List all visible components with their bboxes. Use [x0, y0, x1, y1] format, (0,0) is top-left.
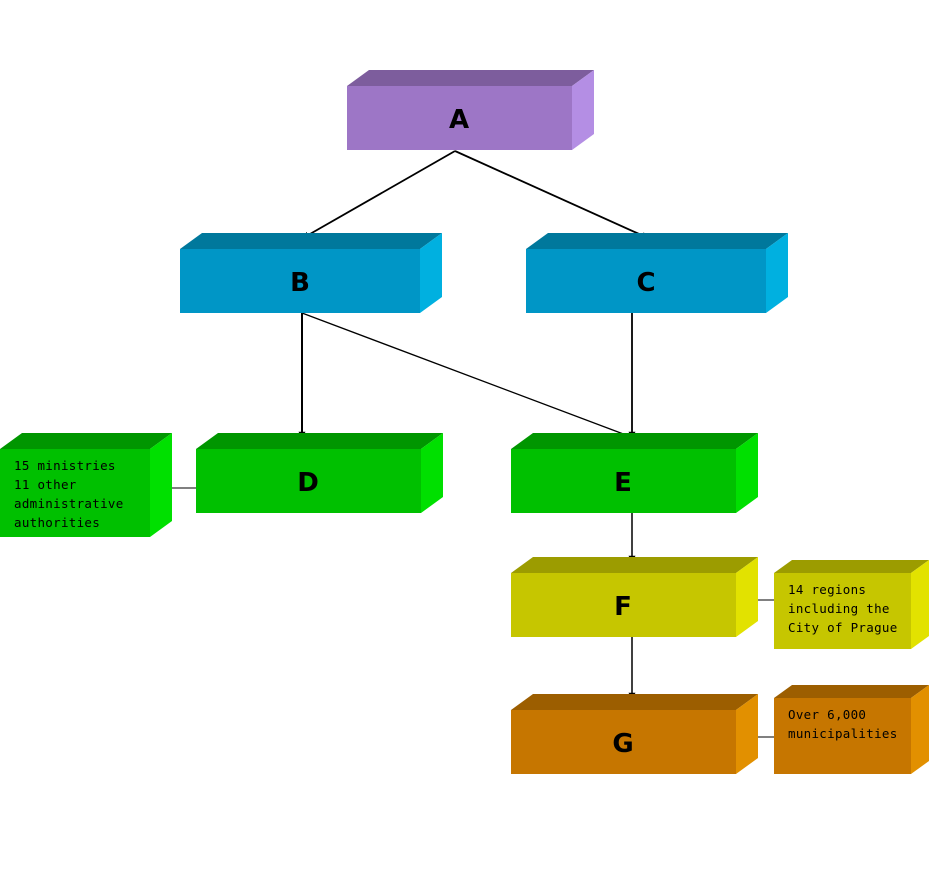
- box-f-side: [736, 557, 758, 637]
- note-g-text: Over 6,000 municipalities: [788, 707, 898, 741]
- box-e-label: E: [614, 468, 632, 498]
- box-a-label: A: [449, 105, 469, 135]
- box-g-label: G: [612, 729, 633, 759]
- box-b-front: [180, 249, 420, 313]
- box-b-top: [180, 233, 442, 249]
- note-f-top: [774, 560, 929, 573]
- note-g-front: [774, 698, 911, 774]
- note-d-front: [0, 449, 150, 537]
- box-g: G: [511, 694, 758, 774]
- box-d-front: [196, 449, 421, 513]
- note-f-line-2: including the: [788, 601, 890, 616]
- arrow-a-to-b: [302, 150, 456, 239]
- box-a-front: [347, 86, 572, 150]
- box-a-side: [572, 70, 594, 150]
- note-f-line-3: City of Prague: [788, 620, 898, 635]
- note-f-text: 14 regions including the City of Prague: [788, 582, 898, 635]
- note-d-side: [150, 433, 172, 537]
- note-d-line-2: 11 other: [14, 477, 77, 492]
- box-a-top: [347, 70, 594, 86]
- box-c-label: C: [636, 268, 655, 298]
- note-d-text: 15 ministries 11 other administrative au…: [14, 458, 131, 530]
- box-f-front: [511, 573, 736, 637]
- connectors: [172, 150, 774, 738]
- arrow-a-to-c: [454, 150, 649, 239]
- note-g-line-1: Over 6,000: [788, 707, 866, 722]
- box-b: B: [180, 233, 442, 313]
- note-d-line-4: authorities: [14, 515, 100, 530]
- box-d-top: [196, 433, 443, 449]
- note-g-line-2: municipalities: [788, 726, 898, 741]
- note-f: 14 regions including the City of Prague: [774, 560, 929, 649]
- box-d: D: [196, 433, 443, 513]
- box-f-top: [511, 557, 758, 573]
- box-g-top: [511, 694, 758, 710]
- note-f-front: [774, 573, 911, 649]
- box-d-label: D: [297, 468, 319, 498]
- note-d: 15 ministries 11 other administrative au…: [0, 433, 172, 537]
- box-e-top: [511, 433, 758, 449]
- box-e: E: [511, 433, 758, 513]
- note-g: Over 6,000 municipalities: [774, 685, 929, 774]
- box-c-side: [766, 233, 788, 313]
- note-d-top: [0, 433, 172, 449]
- box-c: C: [526, 233, 788, 313]
- box-f-label: F: [614, 592, 632, 622]
- note-f-side: [911, 560, 929, 649]
- box-g-side: [736, 694, 758, 774]
- box-b-side: [420, 233, 442, 313]
- box-d-side: [421, 433, 443, 513]
- box-c-top: [526, 233, 788, 249]
- note-g-side: [911, 685, 929, 774]
- note-d-line-3: administrative: [14, 496, 124, 511]
- note-g-top: [774, 685, 929, 698]
- box-e-side: [736, 433, 758, 513]
- box-e-front: [511, 449, 736, 513]
- box-b-label: B: [290, 268, 310, 298]
- note-f-line-1: 14 regions: [788, 582, 866, 597]
- box-f: F: [511, 557, 758, 637]
- box-g-front: [511, 710, 736, 774]
- box-a: A: [347, 70, 594, 150]
- arrow-b-to-e: [301, 312, 635, 440]
- note-d-line-1: 15 ministries: [14, 458, 116, 473]
- box-c-front: [526, 249, 766, 313]
